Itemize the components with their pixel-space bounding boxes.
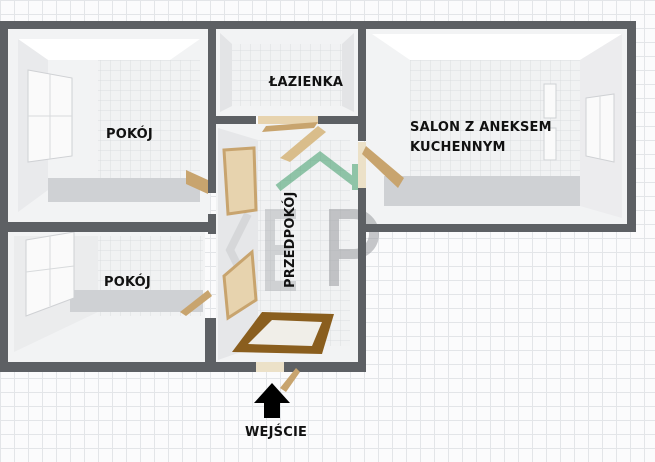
- doors: [180, 116, 404, 392]
- room-lazienka: [216, 29, 358, 116]
- walls: [0, 21, 636, 372]
- door-entrance: [256, 362, 300, 392]
- room-label-lazienka: ŁAZIENKA: [269, 75, 344, 90]
- door-bedroom-bottom: [180, 248, 258, 321]
- room-label-przedpokoj: PRZEDPOKÓJ: [283, 191, 298, 288]
- room-label-salon-line1: SALON Z ANEKSEM: [410, 120, 552, 135]
- door-mat: [232, 312, 334, 354]
- window-icon: [25, 231, 75, 317]
- door-salon: [358, 142, 404, 188]
- room-salon: [366, 29, 627, 224]
- room-label-salon-line2: KUCHENNYM: [410, 140, 506, 155]
- door-bathroom: [258, 116, 326, 162]
- room-pokoj-bottom: [8, 231, 205, 362]
- room-label-pokoj-bottom: POKÓJ: [104, 275, 151, 290]
- room-label-pokoj-top: POKÓJ: [106, 127, 153, 142]
- entrance-arrow-icon: [254, 383, 290, 418]
- door-bedroom-top: [186, 146, 258, 216]
- window-icon: [27, 69, 73, 163]
- window-icon: [543, 83, 615, 163]
- room-pokoj-top: [8, 29, 210, 222]
- entrance-label: WEJŚCIE: [245, 425, 308, 440]
- room-label-salon: SALON Z ANEKSEM KUCHENNYM: [410, 118, 610, 158]
